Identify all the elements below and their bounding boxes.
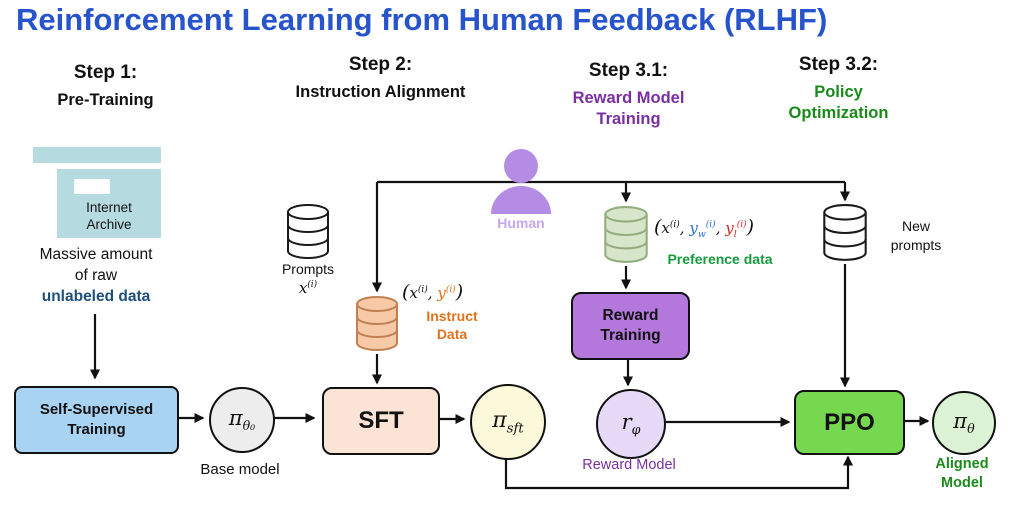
ppo-box: PPO bbox=[794, 390, 905, 455]
sft-box: SFT bbox=[322, 387, 440, 455]
instruct-data-label: Instruct Data bbox=[426, 308, 478, 342]
step-3-1-subtitle: Reward Model Training bbox=[572, 89, 685, 128]
preference-tuple: (x(i), yw(i), yl(i)) bbox=[654, 216, 755, 240]
base-model-node: πθ₀ bbox=[209, 387, 275, 453]
human-icon bbox=[491, 149, 551, 214]
reward-training-box: Reward Training bbox=[571, 292, 690, 360]
internet-archive-icon bbox=[33, 147, 161, 163]
pi-sft-symbol: πsft bbox=[492, 407, 524, 437]
ppo-label: PPO bbox=[824, 408, 875, 436]
pi-theta-symbol: πθ bbox=[953, 409, 975, 437]
step-2-subtitle: Instruction Alignment bbox=[295, 83, 466, 101]
r-phi-symbol: rφ bbox=[621, 410, 641, 438]
prompts-math: x(i) bbox=[298, 279, 318, 297]
step-3-1-label: Step 3.1: bbox=[588, 60, 669, 81]
prompts-caption-text: Prompts bbox=[281, 261, 335, 277]
aligned-model-node: πθ bbox=[932, 391, 996, 455]
self-supervised-training-label: Self-Supervised Training bbox=[39, 401, 154, 438]
internet-archive-building: Internet Archive bbox=[57, 169, 161, 238]
raw-data-caption-plain: Massive amount of raw bbox=[39, 246, 153, 284]
reward-model-caption: Reward Model bbox=[582, 457, 676, 473]
archive-slot bbox=[74, 179, 110, 194]
instruct-data-database-icon bbox=[356, 296, 398, 351]
step-3-2-header: Step 3.2: Policy Optimization bbox=[766, 54, 911, 124]
sft-label: SFT bbox=[358, 407, 404, 434]
instruct-tuple: (x(i), y(i)) bbox=[402, 281, 464, 303]
step-3-1-header: Step 3.1: Reward Model Training bbox=[556, 60, 701, 130]
prompts-database-icon bbox=[287, 204, 329, 259]
unlabeled-data-caption: unlabeled data bbox=[41, 288, 151, 305]
internet-archive-label: Internet Archive bbox=[86, 200, 132, 232]
step-1-label: Step 1: bbox=[73, 62, 138, 83]
step-1-header: Step 1: Pre-Training bbox=[28, 62, 183, 111]
aligned-model-caption: Aligned Model bbox=[935, 456, 989, 491]
page-title: Reinforcement Learning from Human Feedba… bbox=[16, 2, 828, 37]
step-2-label: Step 2: bbox=[348, 54, 413, 75]
human-label: Human bbox=[497, 215, 545, 231]
reward-training-label: Reward Training bbox=[600, 307, 661, 344]
self-supervised-training-box: Self-Supervised Training bbox=[14, 386, 179, 454]
prompts-caption: Prompts x(i) bbox=[270, 261, 346, 297]
step-3-2-label: Step 3.2: bbox=[798, 54, 879, 75]
new-prompts-label: New prompts bbox=[890, 218, 942, 253]
step-3-2-subtitle: Policy Optimization bbox=[788, 83, 889, 122]
preference-data-label: Preference data bbox=[667, 251, 773, 267]
step-2-header: Step 2: Instruction Alignment bbox=[288, 54, 473, 103]
pi-theta0-symbol: πθ₀ bbox=[228, 406, 256, 434]
base-model-caption: Base model bbox=[200, 461, 280, 478]
preference-data-database-icon bbox=[604, 206, 648, 263]
sft-model-node: πsft bbox=[470, 384, 546, 460]
reward-model-node: rφ bbox=[596, 389, 666, 459]
step-1-subtitle: Pre-Training bbox=[57, 91, 154, 109]
raw-data-caption: Massive amount of raw unlabeled data bbox=[10, 244, 182, 307]
new-prompts-database-icon bbox=[823, 204, 867, 261]
